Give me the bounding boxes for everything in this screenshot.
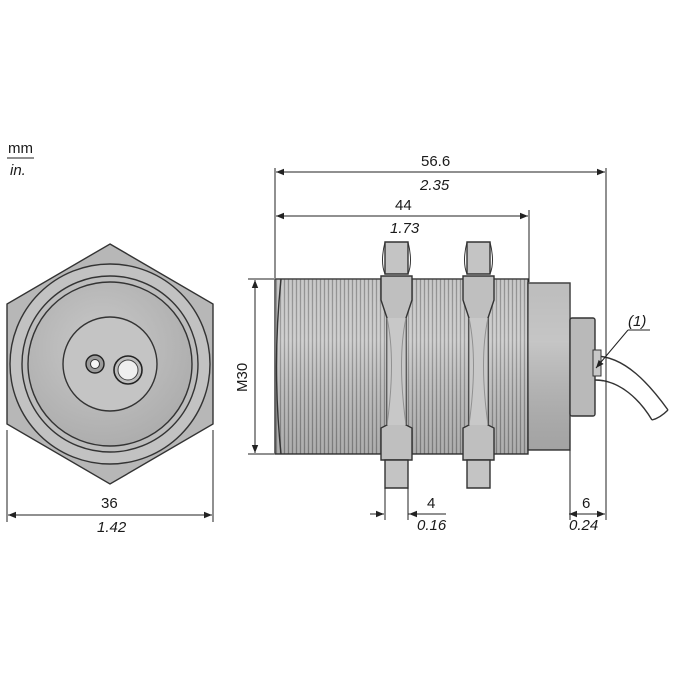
cable-exit-dimension: 6 0.24 [569,450,605,534]
callout-1: (1) [595,313,650,369]
thread-label: M30 [234,363,251,392]
thread-dimension: M30 [234,278,274,455]
body-length-dimension: 44 1.73 [276,197,530,282]
unit-mm-label: mm [8,140,33,157]
side-view [274,241,669,489]
nut-left [380,241,413,489]
hex-width-mm-label: 36 [101,495,118,512]
body-length-mm-label: 44 [395,197,412,214]
overall-length-in-label: 2.35 [419,177,450,194]
overall-length-mm-label: 56.6 [421,153,450,170]
nut-thickness-mm-label: 4 [427,495,435,512]
cable-gland [569,317,596,417]
cable-exit-mm-label: 6 [582,495,590,512]
nut-thickness-dimension: 4 0.16 [370,488,447,534]
sensor-face [62,316,158,412]
unit-legend: mm in. [7,140,34,179]
cable-exit-in-label: 0.24 [569,517,598,534]
cable [594,355,669,411]
hex-width-in-label: 1.42 [97,519,127,536]
unit-in-label: in. [10,162,26,179]
front-view [6,243,214,485]
nut-right [462,241,495,489]
callout-label: (1) [628,313,646,330]
hex-width-dimension: 36 1.42 [6,430,214,536]
body-length-in-label: 1.73 [390,220,420,237]
nut-thickness-in-label: 0.16 [417,517,447,534]
overall-length-dimension: 56.6 2.35 [274,153,607,520]
